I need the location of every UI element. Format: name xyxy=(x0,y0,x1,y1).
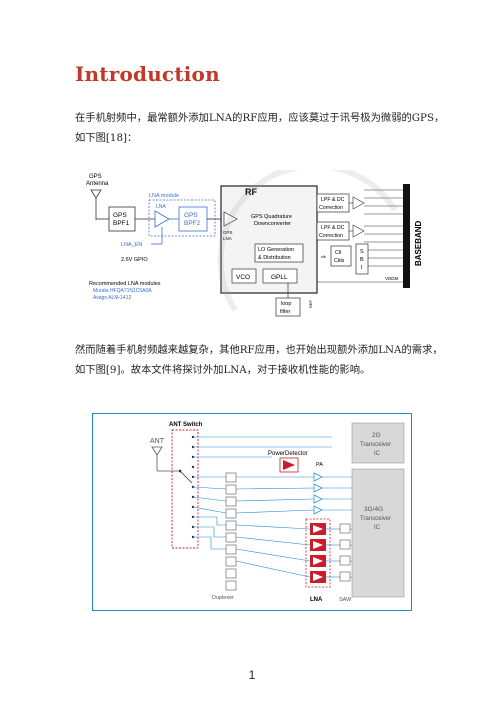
sbi-label: B xyxy=(360,257,364,263)
frontend-block-diagram: ANT Switch ANT PowerDetector PA Duplexer xyxy=(92,413,412,611)
gps-bpf2-label: GPS xyxy=(184,212,198,219)
paragraph-line: 如下图[9]。故本文件将探讨外加LNA，对于接收机性能的影响。 xyxy=(75,364,371,376)
gps-antenna-label: Antenna xyxy=(86,181,109,187)
loop-filter-label: loop xyxy=(281,301,291,307)
ant-switch-label: ANT Switch xyxy=(169,422,203,428)
recommended-label: Recommended LNA modules xyxy=(89,281,161,287)
transceiver-34g-label: Transceiver xyxy=(360,516,391,522)
vco-block xyxy=(231,268,257,284)
gps-bpf1-block xyxy=(108,206,136,232)
avago-label: Avago ALM-1412 xyxy=(93,295,131,301)
rf-label: RF xyxy=(245,187,257,197)
antenna-icon xyxy=(90,189,102,215)
gpll-label: GPLL xyxy=(271,274,288,281)
antenna-icon xyxy=(151,446,178,472)
transceiver-2g-label: IC xyxy=(374,451,381,457)
gps-lna-icon xyxy=(223,211,238,227)
paragraph-line: 然而随着手机射频越来越复杂，其他RF应用，也开始出现额外添加LNA的需求， xyxy=(75,344,443,356)
duplexer-stack xyxy=(225,472,237,591)
paragraph-line: 在手机射频中，最常额外添加LNA的RF应用，应该莫过于讯号极为微弱的GPS， xyxy=(75,112,445,124)
lpf-label: Correction xyxy=(319,233,343,239)
quad-down-label: Downconverter xyxy=(254,221,291,227)
power-detector-label: PowerDetector xyxy=(268,451,308,457)
lo-gen-label: LO Generation xyxy=(258,247,294,253)
vddm-label: VDDM xyxy=(385,276,399,281)
ant-switch-block xyxy=(171,429,199,549)
watermark-arc xyxy=(217,170,398,312)
transceiver-34g-label: IC xyxy=(374,525,381,531)
gps-bpf1-label: BPF1 xyxy=(113,220,130,227)
baseband-bar xyxy=(403,184,410,288)
intro-paragraph-1: 在手机射频中，最常额外添加LNA的RF应用，应该莫过于讯号极为微弱的GPS， 如… xyxy=(75,108,445,148)
duplexer-label: Duplexer xyxy=(212,595,234,601)
baseband-label: BASEBAND xyxy=(414,220,423,266)
vco-label: VCO xyxy=(236,274,250,281)
ctl-label: Ctl xyxy=(335,250,341,256)
gps-lna-label: LNA xyxy=(223,236,232,241)
gpll-block xyxy=(262,268,298,284)
page-title: Introduction xyxy=(75,62,220,86)
lpf-label: LPF & DC xyxy=(321,225,345,231)
paragraph-line: 如下图[18]： xyxy=(75,132,138,144)
power-detector-amp-icon xyxy=(283,460,295,470)
lna-module-label: LNA module xyxy=(149,193,179,199)
lna-label: LNA xyxy=(156,204,166,210)
transceiver-2g-label: 2G xyxy=(372,432,381,439)
lpf-label: Correction xyxy=(319,205,343,211)
clk-label: clk xyxy=(321,254,326,259)
gps-lna-label: GPS xyxy=(223,230,233,235)
lna-amplifiers xyxy=(310,523,326,583)
lna-label: LNA xyxy=(310,597,323,603)
ctl-block xyxy=(330,245,352,267)
gps-rf-block-diagram: GPS Antenna GPS BPF1 LNA module LNA GPS … xyxy=(86,170,423,317)
lna-group-box xyxy=(305,518,331,588)
output-amplifier-icons xyxy=(352,196,365,238)
murata-label: Murata HFQA71N1C5A0A xyxy=(93,288,152,294)
sbi-label: I xyxy=(361,265,363,271)
lna-en-label: LNA_EN xyxy=(121,242,142,248)
gpio-label: 2.6V GPIO xyxy=(121,257,148,263)
gps-bpf2-label: BPF2 xyxy=(184,220,201,227)
gps-antenna-label: GPS xyxy=(89,174,102,180)
pa-label: PA xyxy=(316,462,323,468)
transceiver-2g-block xyxy=(351,422,405,464)
saw-label: SAW xyxy=(339,597,352,603)
quad-down-label: GPS Quadrature xyxy=(251,214,292,220)
lna-module-box xyxy=(148,199,216,237)
gps-bpf2-block xyxy=(178,206,208,232)
transceiver-34g-label: 3G/4G xyxy=(364,506,383,513)
ref-label: REF xyxy=(308,299,313,308)
sbi-block xyxy=(355,243,369,275)
ant-label: ANT xyxy=(150,438,165,445)
intro-paragraph-2: 然而随着手机射频越来越复杂，其他RF应用，也开始出现额外添加LNA的需求， 如下… xyxy=(75,340,445,380)
saw-filters xyxy=(339,523,351,582)
sbi-label: S xyxy=(360,249,364,255)
ctl-label: Ckts xyxy=(334,258,345,264)
lna-triangle-icon xyxy=(154,210,170,228)
page-number: 1 xyxy=(248,668,256,682)
loop-filter-label: filter xyxy=(280,309,291,315)
lo-gen-block xyxy=(254,243,304,263)
transceiver-34g-block xyxy=(351,468,405,598)
gps-bpf1-label: GPS xyxy=(113,212,127,219)
lo-gen-label: & Distribution xyxy=(258,255,291,261)
transceiver-2g-label: Transceiver xyxy=(360,442,391,448)
baseband-bus-lines xyxy=(317,189,403,283)
lpf-label: LPF & DC xyxy=(321,197,345,203)
